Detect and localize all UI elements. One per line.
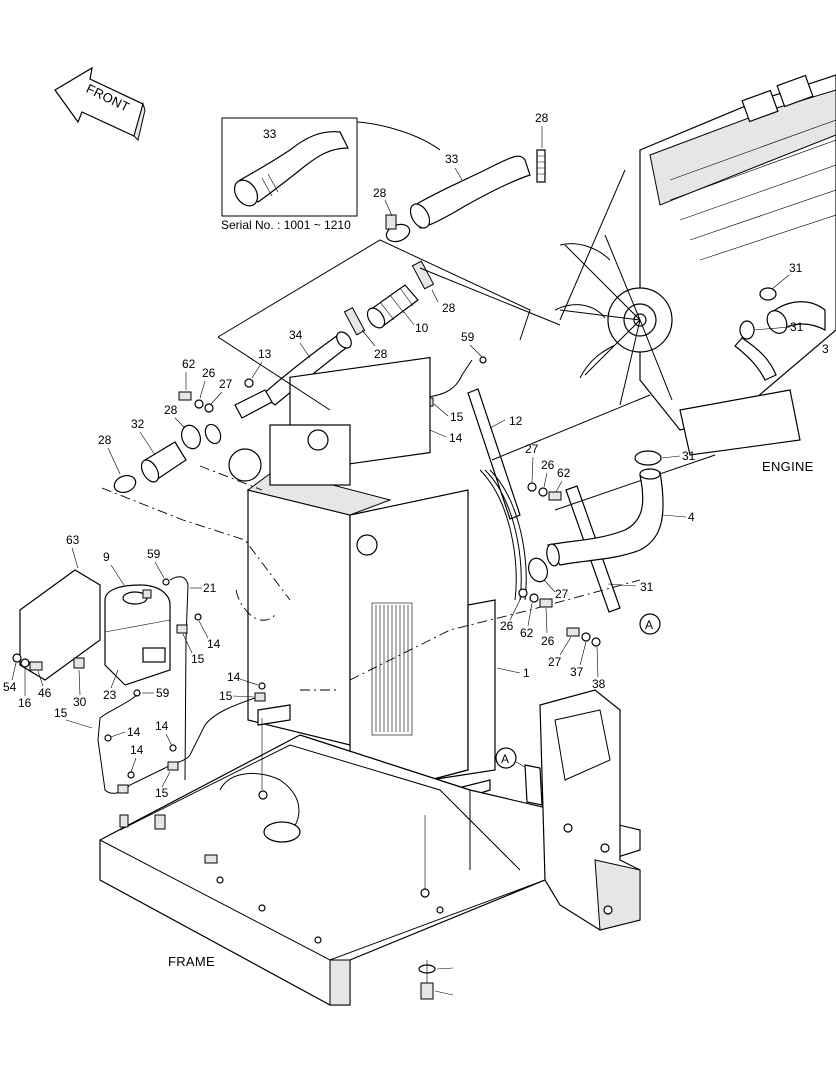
stay-rod-group: 12 31 27 26 62: [467, 388, 654, 613]
serial-caption: Serial No. : 1001 ~ 1210: [221, 218, 351, 232]
part-label: 13: [258, 347, 272, 361]
part-label: 59: [147, 547, 161, 561]
part-label: 28: [164, 403, 178, 417]
part-label: 54: [3, 680, 17, 694]
ref-marker-a: A: [501, 752, 509, 766]
part-label: 34: [289, 328, 303, 342]
part-label: 31: [790, 320, 804, 334]
part-label: 27: [555, 587, 569, 601]
dashed-guides: [101, 169, 716, 691]
part-label: 14: [127, 725, 141, 739]
part-label: 31: [682, 449, 696, 463]
part-label: 9: [103, 550, 110, 564]
part-label: 27: [219, 377, 233, 391]
serial-inset: 33 Serial No. : 1001 ~ 1210: [221, 117, 441, 232]
part-label: 10: [415, 321, 429, 335]
engine-block: 31 31 3 ENGINE: [554, 74, 836, 474]
engine-label: ENGINE: [762, 459, 814, 474]
part-label: 12: [509, 414, 523, 428]
part-label: 27: [548, 655, 562, 669]
part-label: 16: [18, 696, 32, 710]
part-label: 26: [541, 458, 555, 472]
part-label: 46: [38, 686, 52, 700]
part-label: 23: [103, 688, 117, 702]
part-label: 28: [98, 433, 112, 447]
part-label: 62: [520, 626, 534, 640]
part-label: 59: [461, 330, 475, 344]
part-label: 15: [219, 689, 233, 703]
part-label: 28: [535, 111, 549, 125]
part-label: 31: [789, 261, 803, 275]
frame-structure: FRAME: [99, 689, 641, 1006]
part-label: 33: [445, 152, 459, 166]
part-label: 59: [156, 686, 170, 700]
part-label: 14: [207, 637, 221, 651]
ref-marker-a: A: [645, 618, 653, 632]
part-label: 15: [54, 706, 68, 720]
part-label: 15: [155, 786, 169, 800]
part-label: 14: [155, 719, 169, 733]
part-label: 63: [66, 533, 80, 547]
part-label: 38: [592, 677, 606, 691]
front-direction-arrow: FRONT: [54, 66, 146, 141]
part-label: 28: [442, 301, 456, 315]
upper-hose-group: 33 28 28 28 28 10: [343, 111, 549, 361]
part-label: 14: [449, 431, 463, 445]
part-label: 26: [500, 619, 514, 633]
part-label: 15: [450, 410, 464, 424]
part-label: 21: [203, 581, 217, 595]
part-label: 4: [688, 510, 695, 524]
part-label: 33: [263, 127, 277, 141]
lower-hose-group: 31 4 27 26 62 26 27 37 38: [500, 449, 696, 691]
part-label: 1: [523, 666, 530, 680]
part-label: 30: [73, 695, 87, 709]
reference-markers: A A: [495, 613, 661, 806]
part-label: 62: [557, 466, 571, 480]
part-label: 15: [191, 652, 205, 666]
part-label: 26: [541, 634, 555, 648]
left-hose-group: 34 13 62 26 27 28 32 28: [98, 328, 352, 494]
part-label: 28: [374, 347, 388, 361]
part-label: 37: [570, 665, 584, 679]
part-label: 3: [822, 342, 829, 356]
part-label: 14: [227, 670, 241, 684]
frame-label: FRAME: [168, 954, 215, 969]
part-label: 62: [182, 357, 196, 371]
part-label: 31: [640, 580, 654, 594]
reserve-tank-group: 63 9 23 59 21 14 15 59 30: [3, 533, 221, 781]
drain-hose-group: 15 14 14 14 15 14 15: [54, 670, 266, 800]
part-label: 14: [130, 743, 144, 757]
mounting-bolt-group: [418, 960, 454, 1000]
part-label: 32: [131, 417, 145, 431]
part-label: 26: [202, 366, 216, 380]
part-label: 28: [373, 186, 387, 200]
